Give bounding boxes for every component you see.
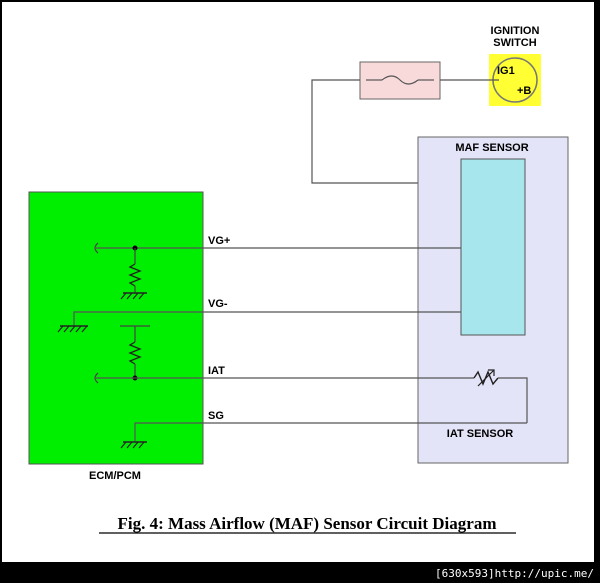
- vg-plus-ground-icon: [120, 292, 145, 300]
- iat-sensor-label: IAT SENSOR: [447, 428, 513, 440]
- circuit-diagram: IGNITION SWITCH IG1 +B MAF SENSOR IAT SE…: [28, 25, 569, 534]
- ignition-label-line2: SWITCH: [493, 37, 536, 49]
- iat-pullup-resistor: [128, 341, 142, 365]
- vg-minus-ground-icon: [57, 325, 88, 333]
- thermistor-arrowhead-icon: [488, 369, 495, 376]
- thermistor-arrow-icon: [477, 369, 495, 387]
- maf-sensor-label: MAF SENSOR: [455, 142, 528, 154]
- ig1-label: IG1: [497, 65, 515, 77]
- watermark-text: [630x593]http://upic.me/: [435, 567, 594, 580]
- wire-sg: [134, 422, 527, 442]
- vg-plus-resistor: [128, 263, 142, 287]
- ecm-pcm-label: ECM/PCM: [89, 470, 141, 482]
- vg-plus-label: VG+: [208, 235, 230, 247]
- wire-vg-minus: [73, 311, 461, 326]
- vg-minus-label: VG-: [208, 298, 228, 310]
- sg-label: SG: [208, 410, 224, 422]
- ignition-label-line1: IGNITION: [491, 25, 540, 37]
- iat-label: IAT: [208, 365, 225, 377]
- wire-fuse-to-maf: [311, 79, 462, 184]
- fuse-element: [381, 75, 419, 85]
- diagram-canvas: IGNITION SWITCH IG1 +B MAF SENSOR IAT SE…: [2, 2, 594, 562]
- sg-ground-icon: [120, 441, 145, 449]
- ecm-pcm-box: [28, 191, 204, 465]
- maf-sensing-element: [460, 158, 526, 336]
- plus-b-label: +B: [517, 85, 531, 97]
- wire-iat-return: [498, 377, 528, 423]
- figure-caption: Fig. 4: Mass Airflow (MAF) Sensor Circui…: [118, 514, 497, 533]
